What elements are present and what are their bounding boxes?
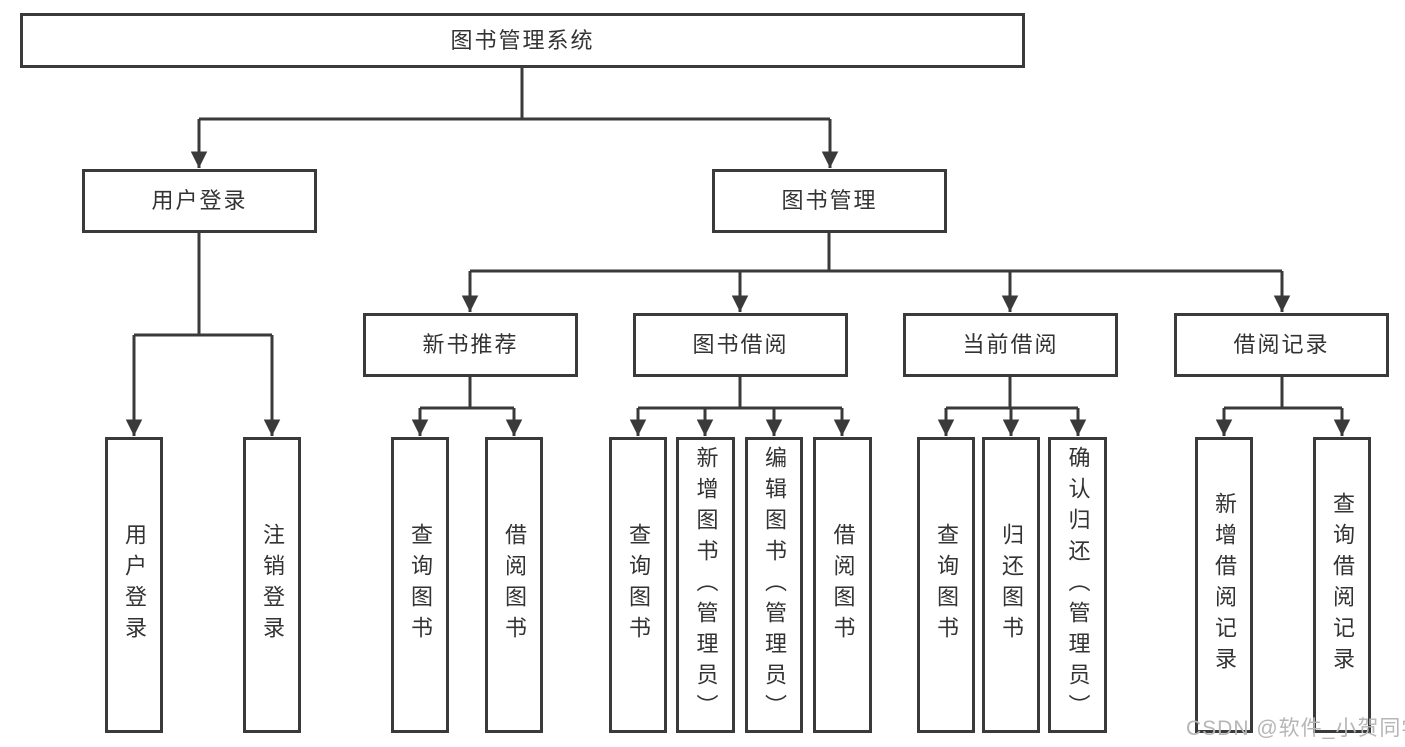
node-add-books-admin: 新增图书（管理员） (676, 437, 735, 733)
node-edit-books-admin: 编辑图书（管理员） (745, 437, 803, 733)
node-add-borrowing-record: 新增借阅记录 (1195, 437, 1253, 733)
node-return-books: 归还图书 (982, 437, 1040, 733)
node-new-book-recommendation: 新书推荐 (363, 313, 578, 377)
node-current-borrowing: 当前借阅 (903, 313, 1118, 377)
node-borrow-books-recommend: 借阅图书 (485, 437, 543, 733)
node-user-login-action: 用户登录 (105, 437, 163, 733)
node-library-management-system: 图书管理系统 (20, 13, 1025, 68)
node-book-borrowing: 图书借阅 (633, 313, 848, 377)
node-borrowing-records: 借阅记录 (1174, 313, 1389, 377)
node-confirm-return-admin: 确认归还（管理员） (1048, 437, 1107, 733)
node-query-books-recommend: 查询图书 (391, 437, 449, 733)
node-user-login: 用户登录 (82, 169, 317, 233)
node-query-books-current: 查询图书 (917, 437, 975, 733)
node-borrow-books-borrowing: 借阅图书 (813, 437, 872, 733)
watermark: CSDN @软件_小贺同学 (1186, 717, 1405, 740)
node-query-borrowing-record: 查询借阅记录 (1313, 437, 1371, 733)
node-query-books-borrowing: 查询图书 (609, 437, 667, 733)
node-book-management: 图书管理 (712, 169, 947, 233)
node-logout-action: 注销登录 (243, 437, 301, 733)
